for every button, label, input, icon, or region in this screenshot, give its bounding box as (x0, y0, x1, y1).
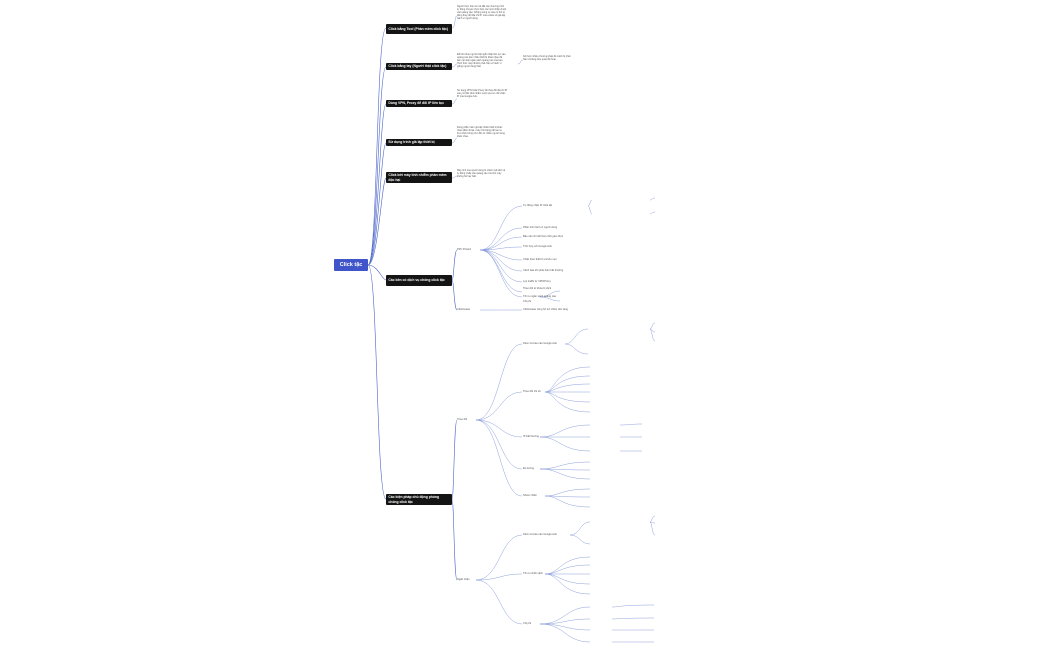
monitor-item: Kiểm tra báo cáo Google Ads (523, 342, 557, 345)
ppc-item: Lọc traffic từ VPN/Proxy (523, 280, 551, 283)
monitor-item: IP bất thường (523, 435, 539, 438)
ppc-item: Chặn theo thiết bị và khu vực (523, 258, 557, 261)
topic-anti-click-services[interactable]: Các bên có dịch vụ chống click tặc (386, 275, 452, 286)
service-clickcease[interactable]: ClickCease (457, 308, 471, 311)
monitor-item: Đo lường (523, 467, 534, 470)
note-click-tool: Người thực hiện sẽ cài đặt các chương tr… (457, 5, 507, 21)
root-node[interactable]: Click tặc (334, 259, 368, 271)
note-combined-methods: Kết hợp nhiều phương pháp để tránh bị ph… (523, 55, 571, 62)
note-malware-click: Máy tính của người dùng bị nhiễm mã độc … (457, 169, 506, 179)
ppc-item: Phân tích hành vi người dùng (523, 226, 558, 229)
topic-click-manual[interactable]: Click bằng tay (Người thật click tặc) (386, 63, 452, 70)
method-prevent[interactable]: Ngăn chặn (457, 578, 470, 581)
ppc-item: Tích hợp với Google Ads (523, 245, 552, 248)
prevent-item: Tối ưu chiến dịch (523, 572, 543, 575)
monitor-item: Theo dõi chỉ số (523, 390, 541, 393)
monitor-item: Nhóm chiến (523, 494, 537, 497)
topic-malware-click[interactable]: Click bởi máy tính nhiễm phần mềm độc hạ… (386, 172, 452, 183)
topic-device-emulator[interactable]: Sử dụng trình giả lập thiết bị (386, 139, 452, 146)
topic-click-tool[interactable]: Click bằng Tool (Phần mềm click tặc) (386, 24, 452, 34)
ppc-item: Báo cáo chi tiết theo thời gian thực (523, 235, 564, 238)
method-monitor[interactable]: Theo dõi (457, 418, 468, 421)
prevent-item: Kiểm tra báo cáo Google Ads (523, 533, 557, 536)
ppc-item: Theo dõi từ khóa bị click (523, 287, 552, 290)
topic-vpn-proxy[interactable]: Dùng VPN, Proxy để đổi IP liên tục (386, 100, 452, 107)
note-click-manual: Đối thủ thuê người thật ngồi nhấp liên t… (457, 53, 506, 69)
service-ppc-protect[interactable]: PPC Protect (457, 248, 472, 251)
note-vpn-proxy: Sử dụng VPN hoặc Proxy để thay đổi địa c… (457, 89, 508, 99)
clickcease-item: ClickCease cũng hỗ trợ nhiều nền tảng (523, 308, 568, 311)
ppc-item: Tự động chặn IP click tặc (523, 204, 553, 207)
ppc-item: Tối ưu ngân sách quảng cáo (523, 295, 557, 298)
note-device-emulator: Dùng phần mềm giả lập nhiều thiết bị khá… (457, 126, 505, 139)
ppc-item: Cảnh báo khi phát hiện bất thường (523, 269, 564, 272)
ppc-item: Chi phí (523, 300, 532, 303)
prevent-item: Chi phí (523, 622, 532, 625)
topic-prevention-methods[interactable]: Các biện pháp chủ động phòng chống click… (386, 494, 452, 505)
